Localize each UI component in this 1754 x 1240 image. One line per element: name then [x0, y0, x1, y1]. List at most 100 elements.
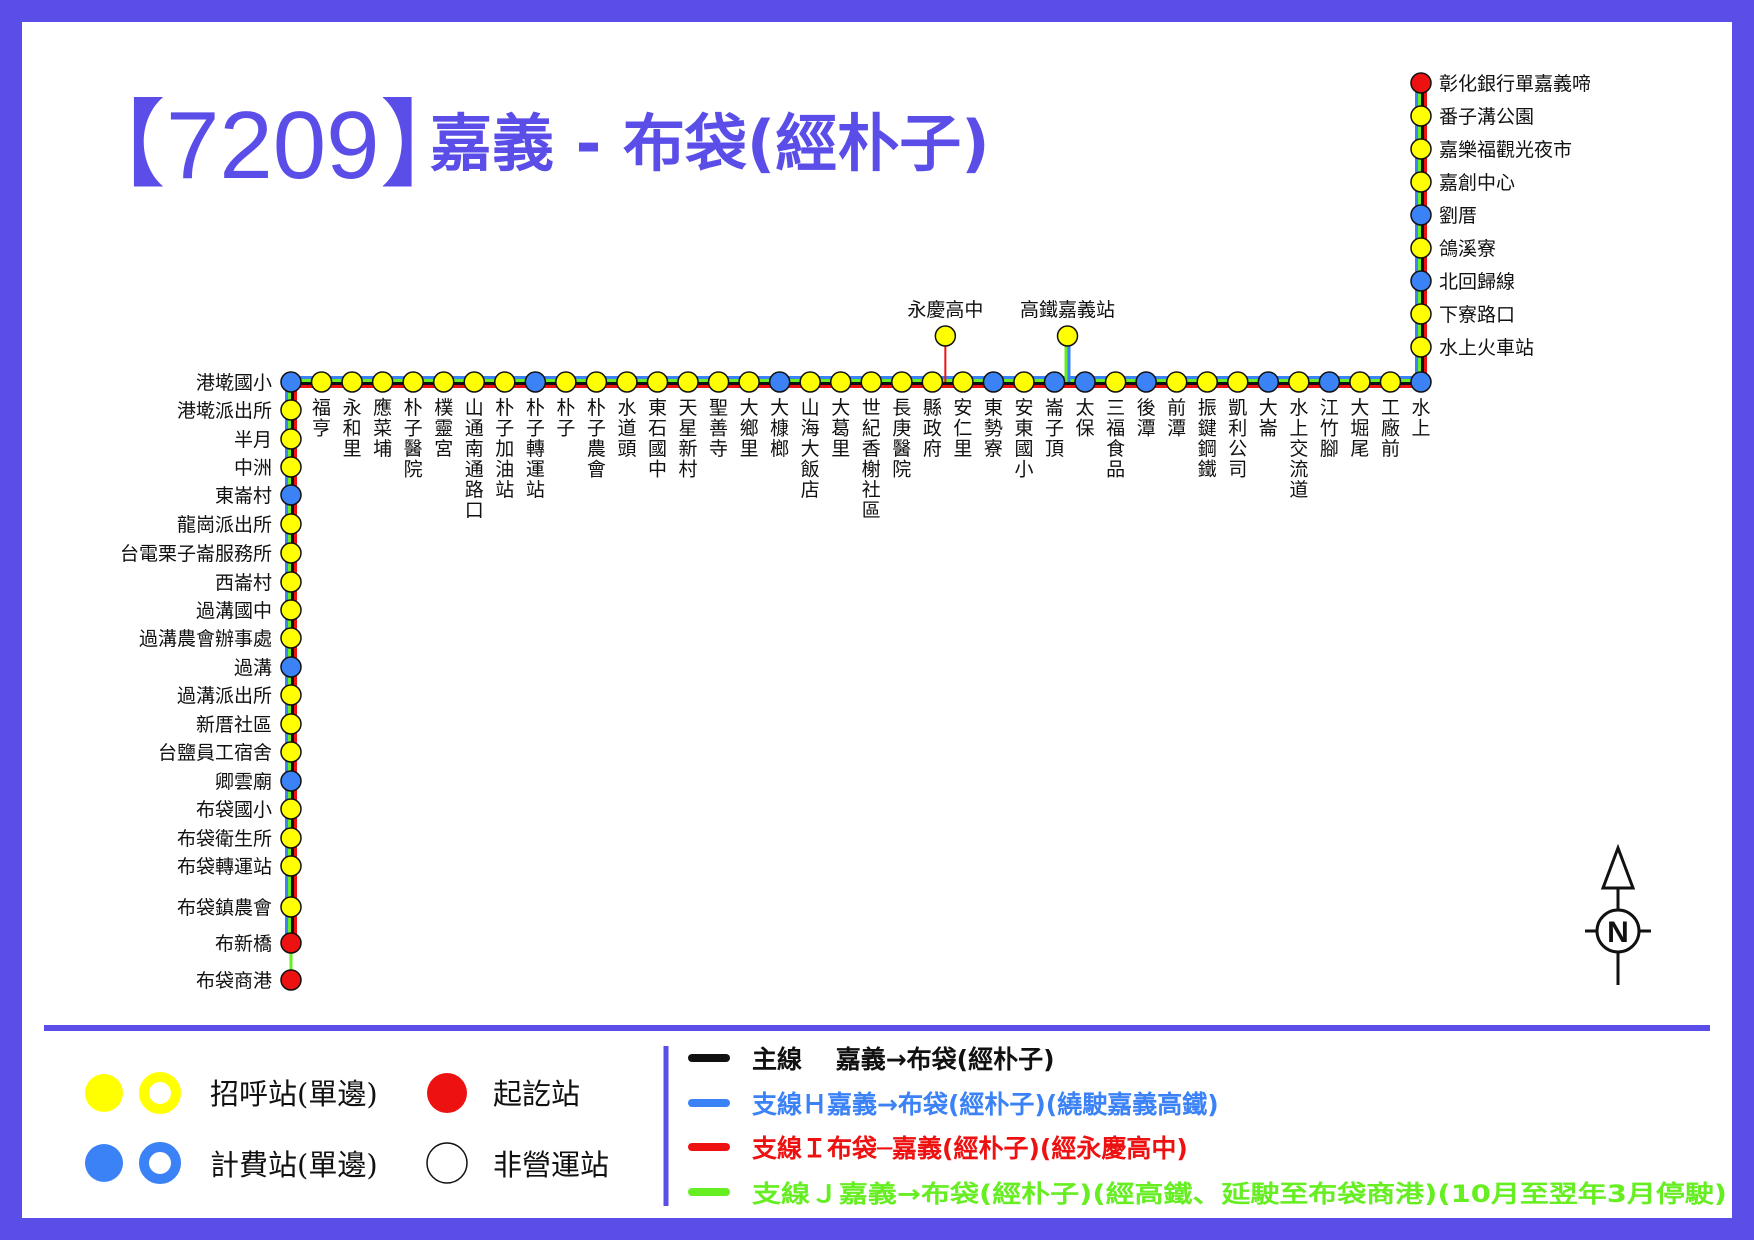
stop-label: 福亨: [312, 397, 331, 440]
stop-label: 後潭: [1137, 397, 1156, 440]
branch-stop: [1056, 325, 1079, 347]
route-stop: [1410, 270, 1432, 292]
route-stop: [402, 371, 424, 393]
stop-label: 布袋衛生所: [177, 828, 272, 850]
stop-label: 振鍵鋼鐵: [1198, 397, 1217, 481]
route-stop: [310, 371, 333, 393]
stop-label: 長庚醫院: [892, 397, 911, 481]
stop-label: 山海大飯店: [801, 397, 820, 501]
stop-label: 朴子轉運站: [526, 397, 545, 501]
stop-label: 高鐵嘉義站: [1020, 299, 1115, 321]
route-stop: [1410, 138, 1432, 160]
stop-label: 布袋商港: [196, 970, 272, 992]
route-stop: [677, 371, 699, 393]
stop-label: 應菜埔: [373, 396, 392, 460]
legend-lines: 主線 嘉義→布袋(經朴子) 支線Ｈ嘉義→布袋(經朴子)(繞駛嘉義高鐵) 支線Ｉ布…: [688, 1045, 1727, 1208]
route-stop: [280, 713, 302, 735]
route-stop: [1165, 371, 1188, 393]
stop-label: 西崙村: [215, 572, 272, 594]
route-stop: [1410, 72, 1432, 94]
stop-label: 朴子農會: [587, 397, 606, 481]
stop-label: 世紀香榭社區: [862, 397, 881, 522]
stop-label: 安仁里: [953, 397, 972, 460]
route-stop: [1410, 303, 1432, 325]
route-stop: [280, 513, 302, 535]
route-stop: [768, 371, 791, 393]
yellow-single-side-stop-icon: [139, 1072, 181, 1114]
route-stop: [280, 798, 302, 820]
route-stop: [891, 371, 913, 393]
stop-label: 布袋轉運站: [177, 856, 272, 878]
stop-label: 新厝社區: [196, 714, 272, 736]
stop-label: 布袋國小: [196, 799, 272, 821]
branch-stop: [934, 325, 957, 347]
stop-label: 過溝國中: [196, 600, 272, 622]
route-stop: [1104, 371, 1127, 393]
route-stop: [555, 371, 577, 393]
route-stop: [280, 399, 302, 421]
yellow-stop-icon: [85, 1074, 123, 1112]
route-stop: [585, 371, 608, 393]
route-stop: [1410, 336, 1432, 358]
route-stop: [280, 684, 302, 706]
route-stop: [280, 741, 302, 763]
stop-label: 彰化銀行單嘉義啼: [1439, 73, 1591, 95]
stop-label: 台鹽員工宿舍: [158, 742, 272, 764]
route-stop: [1410, 105, 1432, 127]
route-stop: [280, 371, 302, 393]
stop-label: 江竹腳: [1320, 397, 1339, 460]
route-stop: [1257, 371, 1280, 393]
stop-label: 港墘派出所: [177, 400, 272, 422]
route-stop: [616, 371, 638, 393]
route-stop: [280, 627, 302, 649]
stop-label: 工廠前: [1381, 397, 1400, 460]
route-stop: [1288, 371, 1310, 393]
stop-label: 朴子: [556, 397, 575, 440]
route-stop: [280, 827, 302, 849]
route-stop: [280, 456, 302, 478]
route-stop: [371, 371, 394, 393]
legend-stop-label: 起訖站: [493, 1077, 580, 1111]
stop-label: 台電栗子崙服務所: [120, 543, 272, 565]
route-stop: [1318, 371, 1341, 393]
stop-label: 永和里: [343, 397, 362, 460]
route-lines: [285, 83, 1427, 980]
legend-stop-label: 非營運站: [493, 1148, 609, 1182]
route-stop: [432, 371, 455, 393]
route-stop: [646, 371, 669, 393]
compass-label: N: [1607, 916, 1629, 949]
stop-label: 大鄉里: [740, 397, 759, 460]
route-stop: [280, 855, 302, 877]
route-stop: [1227, 371, 1249, 393]
stop-label: 嘉樂福觀光夜市: [1439, 139, 1572, 161]
stop-label: 東崙村: [215, 485, 272, 507]
stop-label: 港墘國小: [196, 372, 272, 394]
stop-label: 過溝派出所: [177, 685, 272, 707]
white-stop-icon: [426, 1142, 468, 1184]
stop-label: 朴子加油站: [495, 397, 514, 501]
route-stop: [707, 371, 730, 393]
route-stop: [280, 969, 302, 991]
stop-label: 崙子頂: [1045, 397, 1064, 460]
stop-label: 水上: [1411, 397, 1430, 440]
route-name: 嘉義 - 布袋(經朴子): [430, 107, 990, 180]
red-stop-icon: [427, 1073, 467, 1113]
route-stop: [1135, 371, 1157, 393]
route-stop: [280, 896, 302, 918]
route-stop: [1410, 371, 1432, 393]
stop-label: 北回歸線: [1439, 271, 1515, 293]
route-stop: [280, 932, 302, 954]
route-stop: [799, 371, 821, 393]
stop-label: 大崙: [1259, 397, 1278, 440]
route-stop: [280, 770, 302, 792]
route-stop: [1043, 371, 1066, 393]
stop-label: 卿雲廟: [215, 771, 272, 793]
route-stop: [1349, 371, 1371, 393]
stop-label: 水道頭: [617, 397, 636, 460]
stop-label: 劉厝: [1439, 205, 1477, 227]
route-stop: [1013, 371, 1035, 393]
stop-label: 東石國中: [648, 397, 667, 481]
stop-label: 中洲: [234, 457, 272, 479]
route-stop: [1410, 204, 1432, 226]
